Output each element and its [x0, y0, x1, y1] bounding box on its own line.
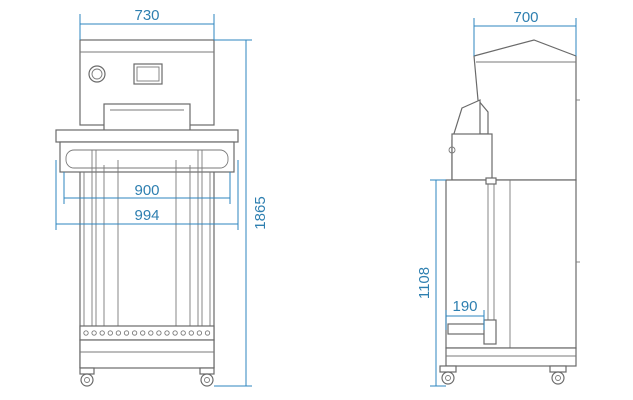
rail-bolt	[180, 330, 186, 336]
rail-bolt	[204, 330, 211, 336]
rail-bolt	[123, 330, 130, 336]
rail-bolt	[140, 330, 146, 336]
rail-bolt	[164, 330, 170, 336]
rail-bolt	[91, 330, 97, 336]
rail-bolt	[131, 330, 138, 336]
rail-bolt	[83, 330, 89, 336]
rail-bolt	[172, 330, 178, 336]
side-bracket	[447, 323, 489, 335]
side-caster-right-icon	[549, 365, 567, 385]
caster-left-icon	[79, 367, 95, 387]
dimension-label-700: 700	[513, 9, 538, 26]
working-table	[55, 129, 239, 143]
dimension-1108: 1108	[416, 179, 446, 387]
dimension-label-1865: 1865	[252, 196, 269, 229]
caster-right-icon	[199, 367, 215, 387]
rail-bolt	[99, 330, 105, 336]
chamber-side	[451, 133, 493, 181]
dimension-900: 900	[63, 172, 231, 204]
dimension-label-730: 730	[134, 7, 159, 24]
display-screen	[133, 63, 163, 85]
rail-bolt	[188, 330, 194, 336]
dimension-label-900: 900	[134, 182, 159, 199]
rail-bolt	[156, 330, 162, 336]
control-knob-icon	[88, 65, 106, 83]
dimension-700: 700	[473, 9, 577, 56]
side-view: 700 1108 190	[416, 9, 580, 387]
dimension-1865: 1865	[214, 39, 269, 387]
rail-bolt	[107, 330, 113, 336]
dimension-190: 190	[445, 298, 485, 330]
rail-bolt	[148, 330, 154, 336]
base-cabinet	[445, 179, 577, 349]
dimension-label-1108: 1108	[416, 267, 433, 299]
dimension-994: 994	[55, 160, 239, 230]
rail-bolt	[115, 330, 122, 336]
side-caster-left-icon	[439, 365, 457, 385]
rail-bolt	[196, 330, 203, 336]
side-base	[445, 347, 577, 367]
sealing-frame	[59, 141, 235, 173]
dimension-730: 730	[79, 7, 215, 40]
dimension-label-994: 994	[134, 207, 159, 224]
rail-bolts	[83, 330, 211, 336]
front-view: 730 900 994 1865	[55, 7, 269, 387]
base-frame	[79, 339, 215, 369]
dimension-label-190: 190	[452, 298, 477, 315]
support-rods	[91, 150, 203, 345]
